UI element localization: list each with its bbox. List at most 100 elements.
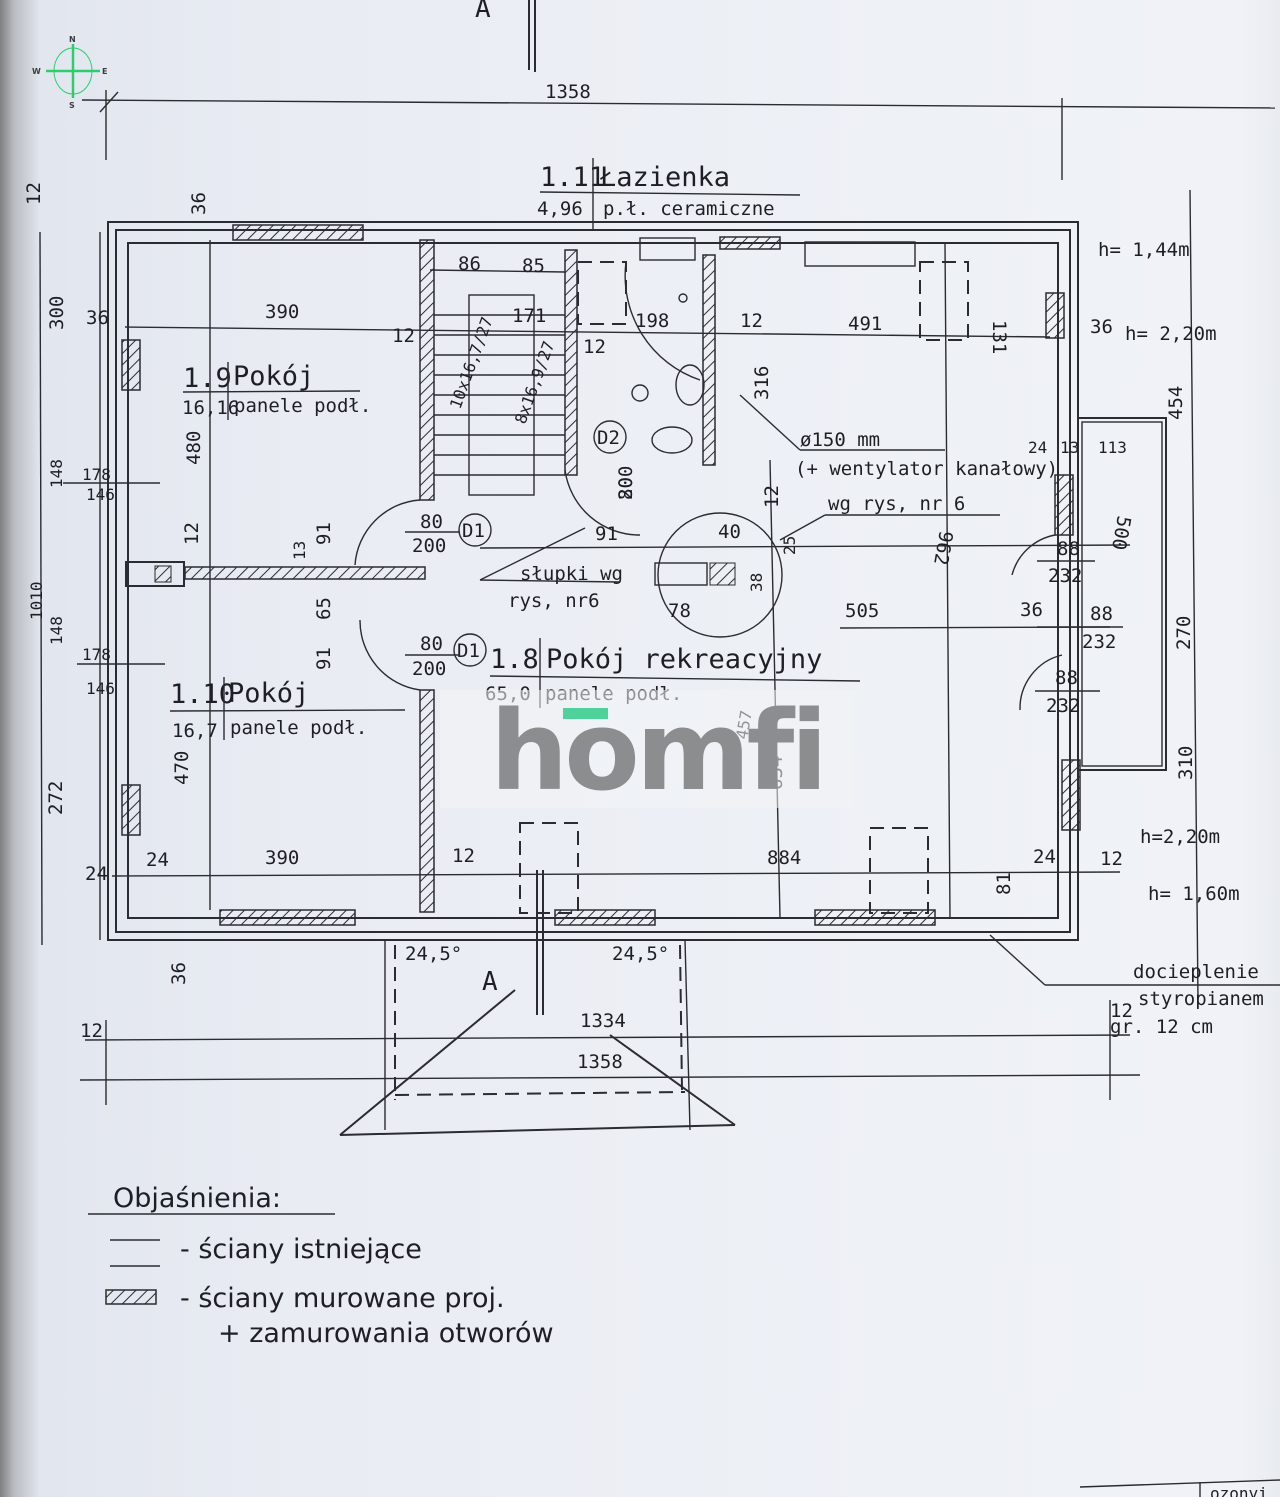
dim-room19-width: 390 xyxy=(265,301,299,323)
height-label-1: h= 1,44m xyxy=(1098,239,1190,261)
room-id: 1.10 xyxy=(170,679,235,710)
dim-bottom-total: 1358 xyxy=(577,1051,623,1073)
room-area: 4,96 xyxy=(537,198,583,220)
compass-e: E xyxy=(102,67,107,76)
room-floor: panele podł. xyxy=(230,717,367,739)
room-floor: panele podł. xyxy=(234,395,371,417)
dim-left-1010: 1010 xyxy=(27,581,46,620)
height-label-4: h= 1,60m xyxy=(1148,883,1240,905)
dim-12-bottom-left: 24 xyxy=(85,863,108,885)
legend-item-infill: + zamurowania otworów xyxy=(218,1318,554,1349)
dim-column-78: 78 xyxy=(668,600,691,622)
room-name: Pokój xyxy=(228,678,309,709)
dim-room18-height: 962 xyxy=(929,529,957,567)
terrace-door-3-w: 88 xyxy=(1055,667,1078,689)
dim-column-25: 25 xyxy=(780,536,799,555)
insulation-note-1: docieplenie xyxy=(1133,961,1259,983)
legend: Objaśnienia: - ściany istniejące - ścian… xyxy=(88,1183,554,1349)
room-area: 16,16 xyxy=(182,397,239,419)
window-left-1-top: 178 xyxy=(82,465,111,484)
room-name: Pokój rekreacyjny xyxy=(546,644,822,675)
dim-partition-91-top: 91 xyxy=(313,522,335,545)
dim-12-bottom-mid: 12 xyxy=(452,845,475,867)
height-label-2: h= 2,20m xyxy=(1125,323,1217,345)
dim-36-bottom: 36 xyxy=(168,962,190,985)
dim-room19-height: 480 xyxy=(183,431,205,465)
dim-36-right: 36 xyxy=(1090,316,1113,338)
insulation-note-2: styropianem xyxy=(1138,988,1264,1010)
insulation-note-3: gr. 12 cm xyxy=(1110,1016,1213,1038)
dim-left-12-top: 12 xyxy=(23,182,45,205)
corner-stamp: ozonyi xyxy=(1210,1484,1268,1497)
column-note-line1: słupki wg xyxy=(520,563,623,585)
dim-stair-85: 85 xyxy=(522,255,545,277)
door-tag-d2: D2 xyxy=(597,427,620,449)
door-d1-width-upper: 80 xyxy=(420,511,443,533)
door-d1-width-lower: 80 xyxy=(420,633,443,655)
dim-bath-depth: 316 xyxy=(751,366,773,400)
terrace-door-3-h: 232 xyxy=(1046,695,1080,717)
room-label-1-11: 1.11 Łazienka 4,96 p.ł. ceramiczne xyxy=(537,158,801,230)
dim-left-148b: 148 xyxy=(47,616,66,645)
compass-icon: N S E W xyxy=(32,35,107,110)
room-floor: p.ł. ceramiczne xyxy=(603,198,775,220)
bay-dim-113: 113 xyxy=(1098,438,1127,457)
stair-flight-1: 10x16,7/27 xyxy=(446,314,497,411)
legend-item-hatched: - ściany murowane proj. xyxy=(180,1283,505,1314)
dim-partition-13: 13 xyxy=(290,541,309,560)
dim-left-272: 272 xyxy=(45,781,67,815)
room-id: 1.9 xyxy=(183,363,232,394)
dim-12-d: 12 xyxy=(761,485,783,508)
dim-partition-91-bottom: 91 xyxy=(313,647,335,670)
room-label-1-10: 1.10 Pokój 16,7 panele podł. xyxy=(169,677,406,742)
dim-36-terrace: 36 xyxy=(1020,599,1043,621)
dim-stair-86: 86 xyxy=(458,253,481,275)
window-left-2-bottom: 146 xyxy=(86,679,115,698)
terrace-door-2-w: 88 xyxy=(1090,603,1113,625)
door-d1-height-upper: 200 xyxy=(412,535,446,557)
dim-right-room-width: 491 xyxy=(848,313,882,335)
dim-column-38: 38 xyxy=(747,573,766,592)
terrace-door-2-h: 232 xyxy=(1082,631,1116,653)
door-d1-height-lower: 200 xyxy=(412,658,446,680)
door-d2-height: 200 xyxy=(615,466,637,500)
watermark-logo: homfi xyxy=(490,687,824,815)
dim-top-wall-36: 36 xyxy=(188,192,210,215)
room-id: 1.8 xyxy=(490,644,539,675)
dim-12-bottom-total: 12 xyxy=(80,1020,103,1042)
vent-note-diameter: ø150 mm xyxy=(800,429,880,451)
door-d2-width: 80 xyxy=(615,477,637,500)
terrace-door-1-h: 232 xyxy=(1048,565,1082,587)
dim-top-total: 1358 xyxy=(545,81,591,103)
dim-12-insulation: 12 xyxy=(1110,1000,1133,1022)
section-mark-top: A xyxy=(475,0,491,24)
window-left-2-top: 178 xyxy=(82,645,111,664)
dim-window-131: 131 xyxy=(988,320,1010,354)
dim-24-bottom-right: 24 xyxy=(1033,846,1056,868)
compass-w: W xyxy=(32,67,41,76)
dim-bath-width: 198 xyxy=(635,310,669,332)
compass-n: N xyxy=(69,35,76,44)
column-note-line2: rys, nr6 xyxy=(508,590,600,612)
dim-right-454: 454 xyxy=(1165,386,1187,420)
dim-column-40: 40 xyxy=(718,521,741,543)
bay-dim-13: 13 xyxy=(1060,438,1079,457)
dim-24-bottom-left: 24 xyxy=(146,849,169,871)
dim-12-b: 12 xyxy=(583,336,606,358)
height-label-3: h=2,20m xyxy=(1140,826,1220,848)
roof-angle-right: 24,5° xyxy=(612,943,669,965)
compass-s: S xyxy=(69,101,75,110)
vent-note-fan: (+ wentylator kanałowy) xyxy=(795,458,1058,480)
dim-81: 81 xyxy=(993,872,1015,895)
watermark-accent xyxy=(563,708,608,719)
bay-dim-24: 24 xyxy=(1028,438,1047,457)
dim-36-left: 36 xyxy=(86,307,109,329)
terrace-door-1-w: 88 xyxy=(1057,538,1080,560)
bathroom-fixtures xyxy=(577,237,969,454)
door-tag-d1-lower: D1 xyxy=(457,640,480,662)
dim-left-300: 300 xyxy=(46,296,68,330)
dim-12-a: 12 xyxy=(392,325,415,347)
roof-angle-left: 24,5° xyxy=(405,943,462,965)
section-mark-bottom: A xyxy=(482,967,498,997)
